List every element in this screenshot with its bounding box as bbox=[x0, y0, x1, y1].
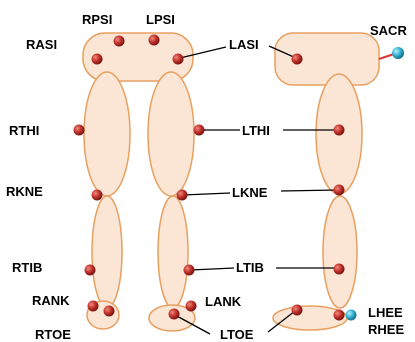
front-right-thigh-segment bbox=[84, 72, 130, 196]
rasi-marker bbox=[92, 54, 103, 65]
rasi-label: RASI bbox=[26, 38, 57, 52]
rhee-label: RHEE bbox=[368, 323, 404, 337]
lkne-side-marker bbox=[334, 185, 345, 196]
lank-label: LANK bbox=[205, 295, 241, 309]
lkne-leader-line bbox=[183, 193, 230, 195]
front-left-shank-segment bbox=[158, 196, 188, 308]
rpsi-label: RPSI bbox=[82, 13, 112, 27]
front-left-thigh-segment bbox=[148, 72, 194, 196]
side-shank-segment bbox=[323, 196, 357, 308]
lpsi-label: LPSI bbox=[146, 13, 175, 27]
lhee-side-marker bbox=[334, 310, 345, 321]
ltib-side-marker bbox=[334, 264, 345, 275]
rthi-label: RTHI bbox=[9, 124, 39, 138]
lthi-marker bbox=[194, 125, 205, 136]
rtib-label: RTIB bbox=[12, 261, 42, 275]
ltoe-label: LTOE bbox=[220, 328, 253, 342]
lthi-side-marker bbox=[334, 125, 345, 136]
lasi-label: LASI bbox=[229, 38, 259, 52]
lkne-side-leader-line bbox=[281, 190, 338, 191]
rtoe-label: RTOE bbox=[35, 328, 71, 342]
front-right-shank-segment bbox=[92, 196, 122, 308]
sacr-marker bbox=[392, 47, 404, 59]
rkne-marker bbox=[92, 190, 103, 201]
lpsi-marker bbox=[149, 35, 160, 46]
sacr-label: SACR bbox=[370, 24, 407, 38]
lasi-side-marker bbox=[292, 54, 303, 65]
lasi-marker bbox=[173, 54, 184, 65]
side-view bbox=[273, 33, 379, 330]
lhee-label: LHEE bbox=[368, 306, 403, 320]
lank-marker bbox=[186, 301, 197, 312]
front-view bbox=[83, 33, 195, 331]
ltoe-side-marker bbox=[292, 305, 303, 316]
ltib-leader-line bbox=[191, 268, 234, 270]
rhee-side-marker bbox=[346, 310, 357, 321]
rtib-marker bbox=[85, 265, 96, 276]
rthi-marker bbox=[74, 125, 85, 136]
rkne-label: RKNE bbox=[6, 185, 43, 199]
rank-label: RANK bbox=[32, 294, 70, 308]
ltib-marker bbox=[184, 265, 195, 276]
side-pelvis-segment bbox=[275, 33, 379, 85]
rtoe-marker bbox=[104, 306, 115, 317]
rank-marker bbox=[88, 301, 99, 312]
ltib-label: LTIB bbox=[236, 261, 264, 275]
ltoe-marker bbox=[169, 309, 180, 320]
rpsi-marker bbox=[114, 36, 125, 47]
lkne-marker bbox=[177, 190, 188, 201]
lkne-label: LKNE bbox=[232, 186, 267, 200]
lthi-label: LTHI bbox=[242, 124, 270, 138]
